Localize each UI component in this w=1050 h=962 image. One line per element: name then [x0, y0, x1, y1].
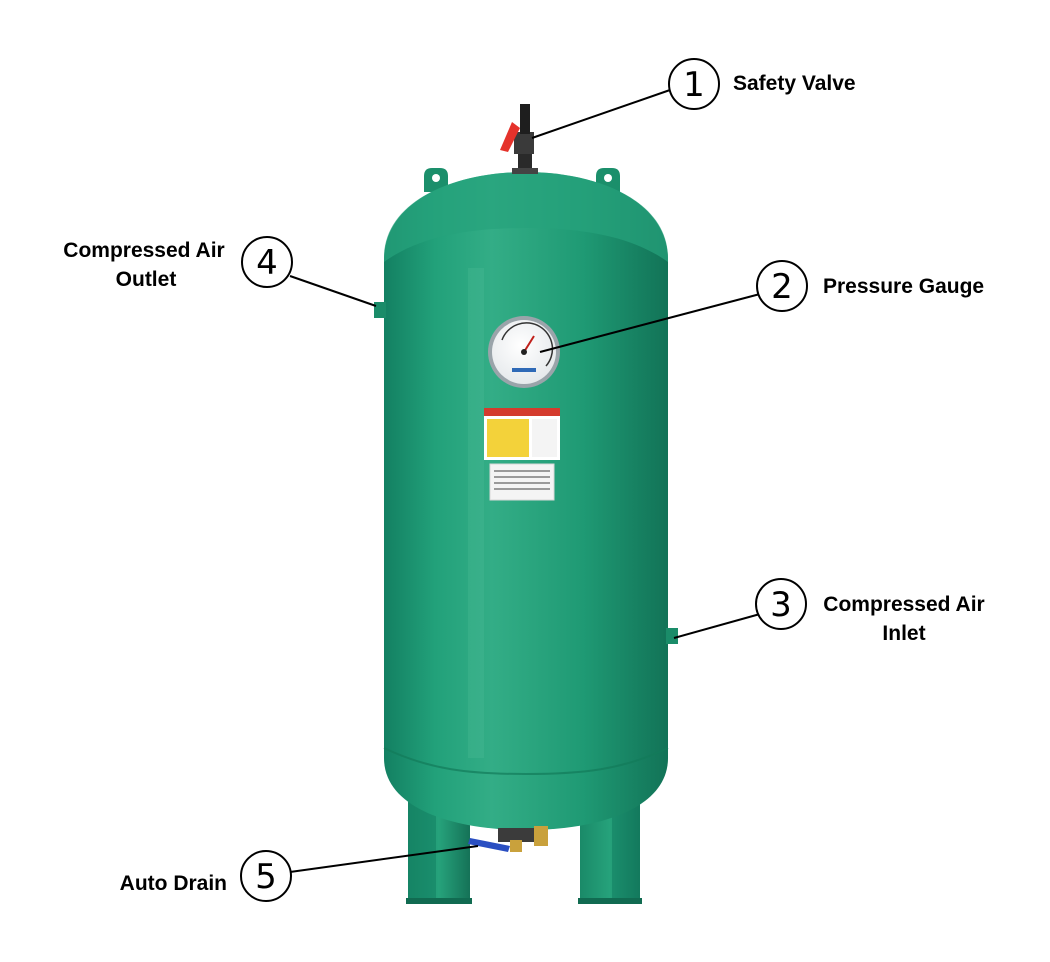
callout-1-label: Safety Valve: [733, 72, 856, 95]
callout-5-auto-drain: 5 Auto Drain: [120, 850, 292, 902]
leader-line-5: [289, 845, 479, 873]
leader-line-1: [531, 89, 671, 139]
callout-4-circle: [241, 236, 293, 288]
callout-3-label-line-2: Inlet: [882, 622, 925, 645]
leader-lines: [289, 89, 761, 873]
callout-2-number: 2: [771, 267, 793, 307]
callout-1-number: 1: [683, 65, 705, 105]
callout-2-label: Pressure Gauge: [823, 275, 984, 298]
tank-body: [384, 172, 668, 830]
callout-4-number: 4: [256, 243, 278, 283]
callout-2-pressure-gauge: 2 Pressure Gauge: [756, 260, 984, 312]
callout-4-label-line-1: Compressed Air: [63, 239, 224, 262]
inlet-nozzle: [666, 628, 678, 644]
outlet-nozzle: [374, 302, 386, 318]
callout-4-label-line-2: Outlet: [116, 268, 177, 291]
callout-5-label: Auto Drain: [120, 872, 227, 895]
callout-2-circle: [756, 260, 808, 312]
callout-3-label-line-1: Compressed Air: [823, 593, 984, 616]
drain-valve: [468, 826, 548, 852]
callout-5-circle: [240, 850, 292, 902]
callout-3-number: 3: [770, 585, 792, 625]
callout-3-circle: [755, 578, 807, 630]
callout-4-compressed-air-outlet: 4 Compressed Air Outlet: [63, 236, 293, 291]
leader-line-3: [673, 613, 761, 639]
callout-1-circle: [668, 58, 720, 110]
pressure-gauge: [488, 316, 560, 388]
nameplates: [484, 408, 560, 501]
callout-5-number: 5: [255, 857, 277, 897]
tank-illustration: [374, 104, 678, 904]
callout-1-safety-valve: 1 Safety Valve: [668, 58, 856, 110]
callout-3-compressed-air-inlet: 3 Compressed Air Inlet: [755, 578, 985, 645]
safety-valve: [500, 104, 538, 174]
leader-line-2: [539, 293, 761, 353]
leader-line-4: [289, 275, 377, 307]
